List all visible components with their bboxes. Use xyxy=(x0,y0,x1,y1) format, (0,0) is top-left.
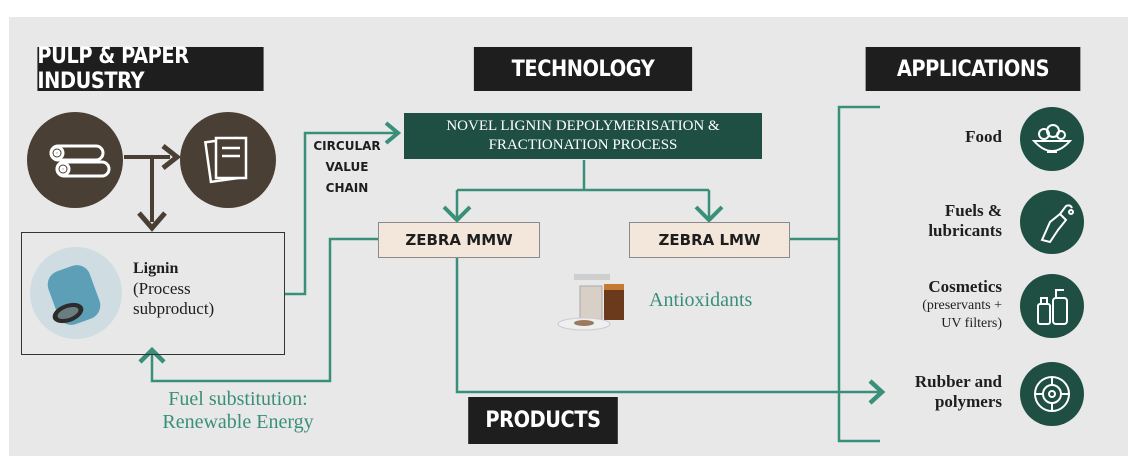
header-pulp-paper: PULP & PAPER INDUSTRY xyxy=(37,44,264,94)
rubber-line1: Rubber and xyxy=(914,372,1002,391)
app-food-label: Food xyxy=(965,127,1002,146)
down-to-lignin-arrowhead xyxy=(137,211,167,232)
mmw-to-rubber-line xyxy=(455,258,880,394)
lignin-subtitle-1: (Process xyxy=(133,279,191,298)
zebra-lmw-box: ZEBRA LMW xyxy=(629,222,790,258)
process-line2: FRACTIONATION PROCESS xyxy=(488,137,678,153)
mmw-to-rubber-arrowhead xyxy=(868,379,886,405)
tire-icon xyxy=(1020,362,1084,426)
process-box: NOVEL LIGNIN DEPOLYMERISATION & FRACTION… xyxy=(404,113,762,159)
circular-value-chain-label: CIRCULAR VALUE CHAIN xyxy=(306,136,388,199)
to-mmw-arrowhead xyxy=(442,205,472,223)
lignin-title: Lignin xyxy=(133,260,179,277)
process-line1: NOVEL LIGNIN DEPOLYMERISATION & xyxy=(446,118,720,134)
lignin-subtitle-2: subproduct) xyxy=(133,299,215,318)
fuels-line2: lubricants xyxy=(928,221,1002,240)
fuel-nozzle-icon xyxy=(1020,190,1084,254)
cosmetics-title: Cosmetics xyxy=(928,277,1002,296)
to-lmw-arrowhead xyxy=(694,205,724,223)
zebra-mmw-box: ZEBRA MMW xyxy=(378,222,540,258)
fuel-line2: Renewable Energy xyxy=(162,411,314,433)
app-rubber-label: Rubber and polymers xyxy=(880,372,1002,412)
header-technology: TECHNOLOGY xyxy=(473,47,693,91)
header-products: PRODUCTS xyxy=(468,397,618,444)
circular-chain-arrowhead xyxy=(384,121,402,145)
cosmetics-bottles-icon xyxy=(1020,274,1084,338)
antioxidants-label: Antioxidants xyxy=(649,289,753,311)
applications-bracket xyxy=(837,105,880,443)
cosmetics-sub1: (preservants + xyxy=(922,298,1002,313)
paper-sheets-icon xyxy=(180,112,276,208)
fuel-loop-arrowhead xyxy=(138,346,166,364)
rubber-line2: polymers xyxy=(934,392,1002,411)
fuels-line1: Fuels & xyxy=(944,201,1002,220)
circular-label-line1: CIRCULAR xyxy=(313,139,381,153)
logs-icon xyxy=(27,112,123,208)
lignin-bottle-image xyxy=(30,247,122,339)
circular-chain-line xyxy=(284,131,395,296)
lignin-box: Lignin (Process subproduct) xyxy=(21,232,285,355)
logs-to-paper-arrowhead xyxy=(161,144,182,170)
fuel-line1: Fuel substitution: xyxy=(168,388,308,410)
fuel-substitution-label: Fuel substitution: Renewable Energy xyxy=(138,388,338,434)
app-cosmetics-label: Cosmetics (preservants + UV filters) xyxy=(870,277,1002,333)
fuel-loop-line xyxy=(150,237,378,383)
app-fuels-label: Fuels & lubricants xyxy=(880,201,1002,241)
salad-bowl-icon xyxy=(1020,107,1084,171)
antioxidants-image xyxy=(550,268,636,332)
circular-label-line2: VALUE CHAIN xyxy=(325,160,369,195)
cosmetics-sub2: UV filters) xyxy=(941,316,1002,331)
header-applications: APPLICATIONS xyxy=(865,47,1081,91)
